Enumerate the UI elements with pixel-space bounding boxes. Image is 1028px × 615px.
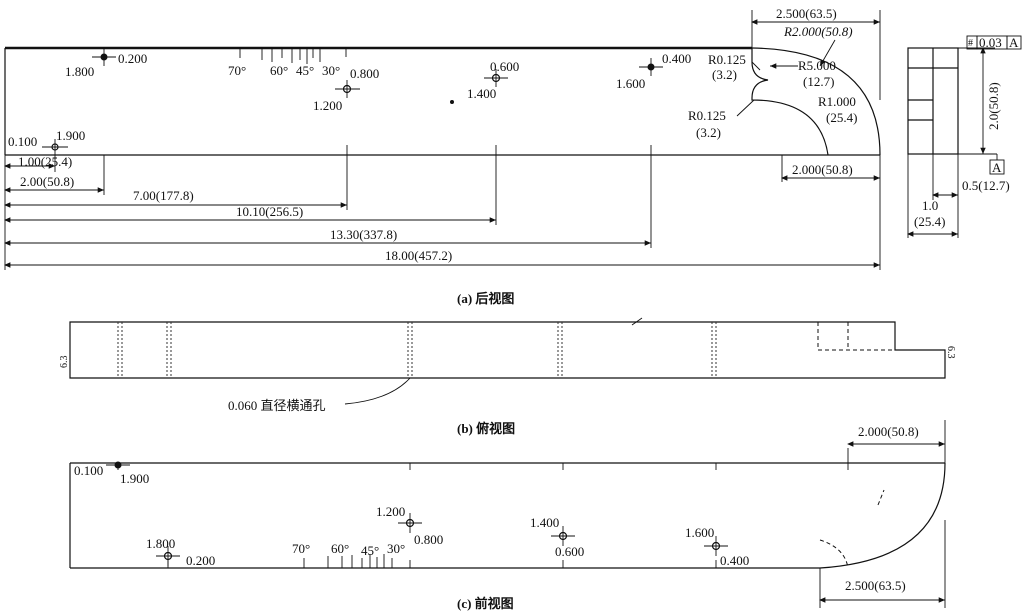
side-view: 2.0(50.8) # 0.03 A A 0.5(12.7) 1.0 (25.4… <box>907 35 1022 238</box>
hole-5-depth: 0.100 <box>8 134 37 149</box>
front-arc <box>819 462 946 569</box>
r-large: R2.000(50.8) <box>783 24 853 39</box>
side-w2: 1.0 <box>922 198 938 213</box>
dim-5: 13.30(337.8) <box>330 227 397 242</box>
dim-end: 2.000(50.8) <box>792 162 853 177</box>
hole-4-depth: 1.600 <box>616 76 645 91</box>
hole-note: 0.060 直径横通孔 <box>228 398 326 413</box>
front-hole-1-pos: 1.900 <box>120 471 149 486</box>
r-a-mm: (3.2) <box>712 67 737 82</box>
hole-3-pos: 0.600 <box>490 59 519 74</box>
hole-3-depth: 1.400 <box>467 86 496 101</box>
angle-30: 30° <box>322 63 340 78</box>
flatness-datum: A <box>1009 35 1019 50</box>
caption-c: (c) 前视图 <box>457 596 514 611</box>
back-hole-4 <box>639 58 663 76</box>
front-hole-4-depth: 1.400 <box>530 515 559 530</box>
front-hole-5 <box>704 536 728 556</box>
front-angle-60: 60° <box>331 541 349 556</box>
back-outer-arc <box>751 47 881 156</box>
angle-60: 60° <box>270 63 288 78</box>
front-angle-70: 70° <box>292 541 310 556</box>
angle-45: 45° <box>296 63 314 78</box>
dim-top: 2.500(63.5) <box>776 6 837 21</box>
front-hole-3 <box>398 513 422 533</box>
front-hole-5-depth: 1.600 <box>685 525 714 540</box>
front-hole-5-pos: 0.400 <box>720 553 749 568</box>
angle-70: 70° <box>228 63 246 78</box>
center-dot <box>450 100 454 104</box>
datum-a: A <box>992 160 1002 175</box>
front-hole-2-depth: 1.800 <box>146 536 175 551</box>
front-hole-3-pos: 0.800 <box>414 532 443 547</box>
front-hole-1-depth: 0.100 <box>74 463 103 478</box>
front-hole-1 <box>106 461 130 469</box>
top-view: 6.3 6.3 0.060 直径横通孔 (b) 俯视图 <box>59 317 956 436</box>
hole-2-pos: 0.800 <box>350 66 379 81</box>
dim-4: 10.10(256.5) <box>236 204 303 219</box>
side-height: 2.0(50.8) <box>986 82 1001 130</box>
cross-holes <box>117 322 717 378</box>
r-b: R0.125 <box>688 108 726 123</box>
front-hole-2 <box>156 546 180 566</box>
back-view: 1.800 0.200 1.200 0.800 1.400 0.600 1.60… <box>4 6 1022 306</box>
r-mid-mm: (12.7) <box>803 74 834 89</box>
r-small: R1.000 <box>818 94 856 109</box>
top-right-num: 6.3 <box>945 346 956 359</box>
front-hole-2-pos: 0.200 <box>186 553 215 568</box>
front-hole-4-pos: 0.600 <box>555 544 584 559</box>
dim-3: 7.00(177.8) <box>133 188 194 203</box>
hole-1-pos: 0.200 <box>118 51 147 66</box>
side-w2-mm: (25.4) <box>914 214 945 229</box>
r-mid: R5.000 <box>798 58 836 73</box>
dim-6: 18.00(457.2) <box>385 248 452 263</box>
front-view: 2.000(50.8) 2.500(63.5) <box>69 420 946 611</box>
back-hole-3 <box>484 69 508 87</box>
back-hole-5 <box>42 139 68 155</box>
top-left-num: 6.3 <box>59 356 70 369</box>
r-small-mm: (25.4) <box>826 110 857 125</box>
side-w1: 0.5(12.7) <box>962 178 1010 193</box>
r-b-mm: (3.2) <box>696 125 721 140</box>
flatness-value: 0.03 <box>979 35 1002 50</box>
front-dim-bottom: 2.500(63.5) <box>845 578 906 593</box>
flatness-symbol: # <box>968 38 973 49</box>
front-hole-4 <box>551 526 575 546</box>
dim-2: 2.00(50.8) <box>20 174 74 189</box>
hole-4-pos: 0.400 <box>662 51 691 66</box>
back-inner-arc <box>751 48 829 156</box>
front-angle-30: 30° <box>387 541 405 556</box>
hole-2-depth: 1.200 <box>313 98 342 113</box>
front-angle-45: 45° <box>361 543 379 558</box>
dim-1: 1.00(25.4) <box>18 154 72 169</box>
front-dim-top: 2.000(50.8) <box>858 424 919 439</box>
front-hole-3-depth: 1.200 <box>376 504 405 519</box>
extension-lines <box>4 10 881 270</box>
hole-1-depth: 1.800 <box>65 64 94 79</box>
back-hole-1 <box>92 48 116 66</box>
back-hole-2 <box>335 80 360 98</box>
r-a: R0.125 <box>708 52 746 67</box>
front-angle-ticks <box>167 554 717 568</box>
caption-a: (a) 后视图 <box>457 291 514 306</box>
angle-ticks <box>239 48 347 64</box>
caption-b: (b) 俯视图 <box>457 421 515 436</box>
hole-5-pos: 1.900 <box>56 128 85 143</box>
top-outline <box>69 321 946 379</box>
